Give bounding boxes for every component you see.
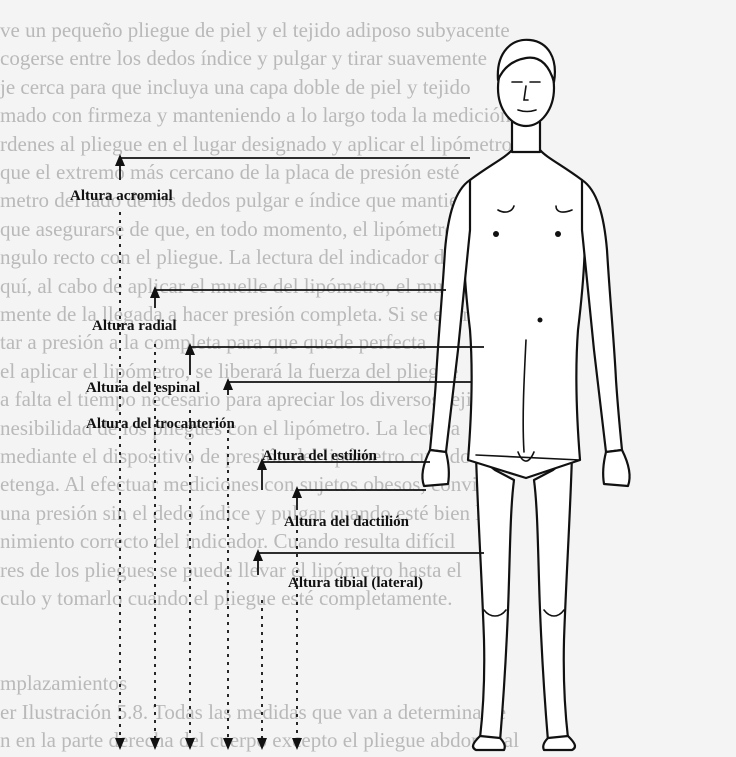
right-hand xyxy=(603,450,629,486)
leader-acromial xyxy=(120,158,470,180)
floor-arrowheads xyxy=(115,738,302,750)
dotted-verticals xyxy=(120,212,297,740)
torso xyxy=(464,150,585,478)
right-arm xyxy=(582,180,622,452)
right-leg xyxy=(534,455,572,741)
leader-arrowheads xyxy=(115,154,302,561)
human-figure xyxy=(422,40,629,750)
label-altura-radial: Altura radial xyxy=(92,318,177,335)
label-altura-tibial: Altura tibial (lateral) xyxy=(288,575,423,592)
label-altura-espinal: Altura del espinal xyxy=(86,380,200,397)
left-hand xyxy=(422,450,448,486)
label-altura-estilion: Altura del estilión xyxy=(262,448,377,465)
leader-estilion xyxy=(262,462,430,490)
left-arm xyxy=(430,180,470,452)
label-altura-dactilion: Altura del dactilión xyxy=(284,514,409,531)
left-leg xyxy=(476,455,514,741)
left-foot xyxy=(473,736,505,750)
leader-tibial xyxy=(258,553,484,575)
right-foot xyxy=(543,736,575,750)
leader-radial xyxy=(155,290,446,308)
label-altura-acromial: Altura acromial xyxy=(70,188,173,205)
label-altura-trocanterion: Altura del trocanterión xyxy=(86,416,235,433)
leader-dactilion xyxy=(297,490,426,510)
measurement-leaders xyxy=(120,158,484,575)
